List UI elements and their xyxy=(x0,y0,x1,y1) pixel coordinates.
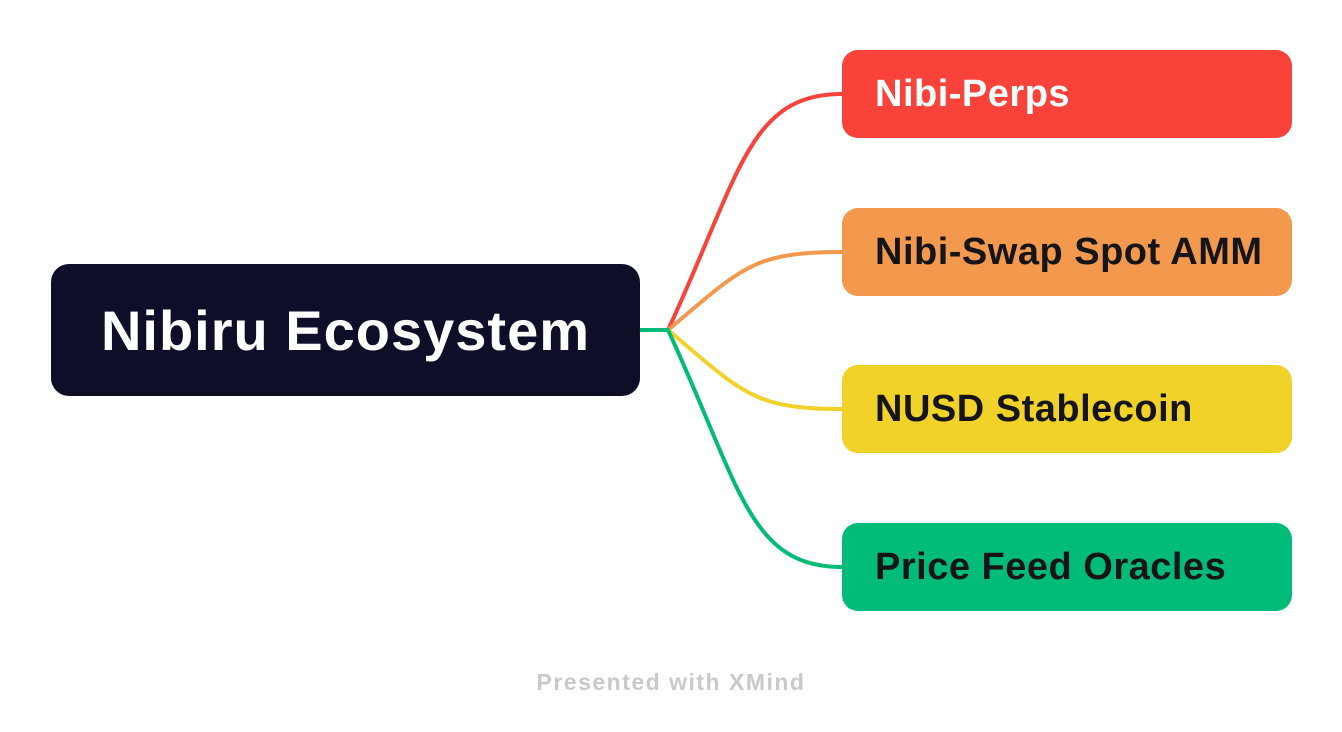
connector-nibi-swap-spot-amm xyxy=(666,250,844,332)
topic-nibi-perps[interactable]: Nibi-Perps xyxy=(842,50,1292,138)
topic-label: NUSD Stablecoin xyxy=(875,387,1193,430)
topic-price-feed-oracles[interactable]: Price Feed Oracles xyxy=(842,523,1292,611)
xmind-watermark: Presented with XMind xyxy=(536,669,806,695)
central-topic-label: Nibiru Ecosystem xyxy=(100,298,591,362)
central-topic-nibiru-ecosystem[interactable]: Nibiru Ecosystem xyxy=(51,264,640,396)
topic-label: Nibi-Perps xyxy=(875,72,1071,115)
topic-nibi-swap-spot-amm[interactable]: Nibi-Swap Spot AMM xyxy=(842,208,1292,296)
connector-price-feed-oracles xyxy=(666,328,844,569)
topic-label: Nibi-Swap Spot AMM xyxy=(875,230,1263,273)
connector-nibi-perps xyxy=(666,92,844,332)
topic-label: Price Feed Oracles xyxy=(875,545,1227,588)
connector-nusd-stablecoin xyxy=(666,328,844,411)
topic-nusd-stablecoin[interactable]: NUSD Stablecoin xyxy=(842,365,1292,453)
